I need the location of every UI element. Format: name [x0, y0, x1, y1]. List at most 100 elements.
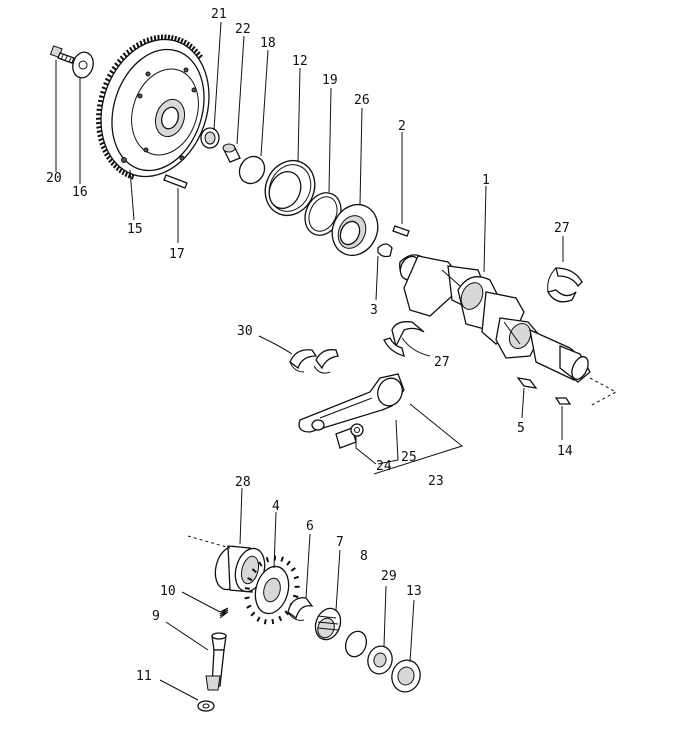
- callout-20: 20: [46, 171, 62, 186]
- callout-3: 3: [370, 303, 378, 318]
- gear-tooth: [195, 51, 201, 57]
- gear-tooth: [100, 145, 107, 150]
- callout-labels: 1 2 3 4 5 6 7 8 9 10 11 12 13 14 15 16 1…: [46, 7, 573, 684]
- callout-17: 17: [169, 247, 185, 262]
- gear-tooth: [112, 163, 118, 169]
- callout-4: 4: [272, 499, 280, 514]
- callout-15: 15: [127, 222, 143, 237]
- gear-tooth: [130, 174, 135, 180]
- gear-tooth: [188, 43, 193, 49]
- gear-tooth: [96, 129, 103, 134]
- woodruff-key: [377, 243, 393, 258]
- callout-25: 25: [401, 450, 417, 465]
- gear-tooth: [125, 49, 131, 55]
- gear-tooth: [139, 40, 143, 46]
- gear-tooth: [132, 44, 137, 50]
- gear-tooth: [250, 611, 256, 617]
- gear-tooth: [102, 148, 108, 154]
- crank-gear-teeth: [244, 555, 300, 625]
- gear-tooth: [179, 38, 184, 44]
- crank-gear: [244, 555, 300, 625]
- gear-tooth: [97, 104, 103, 107]
- gear-tooth: [111, 65, 117, 71]
- gear-tooth: [114, 62, 120, 68]
- gear-tooth: [96, 125, 102, 129]
- retaining-plate: [72, 51, 94, 79]
- gear-tooth: [244, 587, 250, 590]
- gear-tooth: [263, 619, 267, 625]
- gear-tooth: [258, 561, 263, 567]
- gear-tooth: [122, 52, 128, 58]
- callout-29: 29: [381, 569, 397, 584]
- gear-tooth: [246, 604, 252, 609]
- callout-9: 9: [152, 609, 160, 624]
- oil-seal: [391, 659, 421, 693]
- gear-tooth: [109, 69, 115, 75]
- gear-tooth: [97, 99, 104, 103]
- drive-shaft: [205, 632, 227, 691]
- gear-tooth: [146, 37, 150, 43]
- pilot-bearing: [200, 127, 220, 149]
- gear-tooth: [110, 160, 116, 166]
- gear-tooth: [256, 616, 261, 622]
- flywheel: [95, 34, 210, 180]
- callout-6: 6: [306, 519, 314, 534]
- axis-line-crank: [589, 377, 618, 407]
- bearing-shell-upper: [547, 267, 583, 303]
- callout-23: 23: [428, 474, 444, 489]
- axis-line-gear: [187, 535, 231, 549]
- callout-14: 14: [557, 444, 573, 459]
- gear-tooth: [121, 169, 126, 176]
- callout-8: 8: [360, 549, 368, 564]
- gear-tooth: [104, 77, 111, 82]
- gear-tooth: [105, 155, 112, 160]
- callout-16: 16: [72, 185, 88, 200]
- gear-tooth: [106, 73, 113, 78]
- gear-tooth: [284, 610, 290, 616]
- gear-tooth: [124, 171, 129, 178]
- gear-tooth: [103, 81, 109, 86]
- gear-tooth: [265, 556, 270, 563]
- callout-28: 28: [235, 475, 251, 490]
- small-bearing: [367, 645, 393, 675]
- circlip: [344, 630, 368, 658]
- gear-tooth: [98, 95, 105, 99]
- crankshaft: [399, 254, 591, 383]
- gear-bearing: [214, 545, 266, 593]
- callout-11: 11: [136, 669, 152, 684]
- gear-tooth: [176, 36, 181, 43]
- rod-bearing-shells: [289, 349, 339, 374]
- gear-tooth: [293, 594, 299, 598]
- key-small: [516, 377, 538, 389]
- gear-tooth: [251, 568, 257, 574]
- callout-7: 7: [336, 535, 344, 550]
- gear-tooth: [185, 41, 190, 47]
- gear-tooth: [164, 34, 167, 40]
- gear-tooth: [135, 42, 140, 48]
- gear-tooth: [170, 35, 174, 41]
- callout-12: 12: [292, 54, 308, 69]
- connecting-rod: [298, 373, 405, 433]
- callout-21: 21: [211, 7, 227, 22]
- main-bearing: [331, 204, 379, 256]
- flywheel-bolt: [49, 45, 75, 64]
- gear-tooth: [173, 35, 178, 42]
- gear-tooth: [271, 618, 275, 625]
- gear-tooth: [286, 560, 291, 566]
- callout-13: 13: [406, 584, 422, 599]
- rod-nut: [350, 423, 364, 437]
- callout-30: 30: [237, 324, 253, 339]
- gear-tooth: [293, 575, 300, 580]
- callout-5: 5: [517, 421, 525, 436]
- seal-ring: [238, 155, 266, 185]
- dowel-pin: [163, 174, 188, 189]
- gear-tooth: [100, 90, 106, 95]
- callout-19: 19: [322, 73, 338, 88]
- callout-1: 1: [482, 173, 490, 188]
- gear-tooth: [119, 55, 125, 61]
- gear-tooth: [182, 39, 187, 46]
- gear-tooth: [197, 54, 203, 60]
- spring: [219, 607, 229, 619]
- gear-tooth: [116, 58, 122, 64]
- callout-27-lower: 27: [434, 355, 450, 370]
